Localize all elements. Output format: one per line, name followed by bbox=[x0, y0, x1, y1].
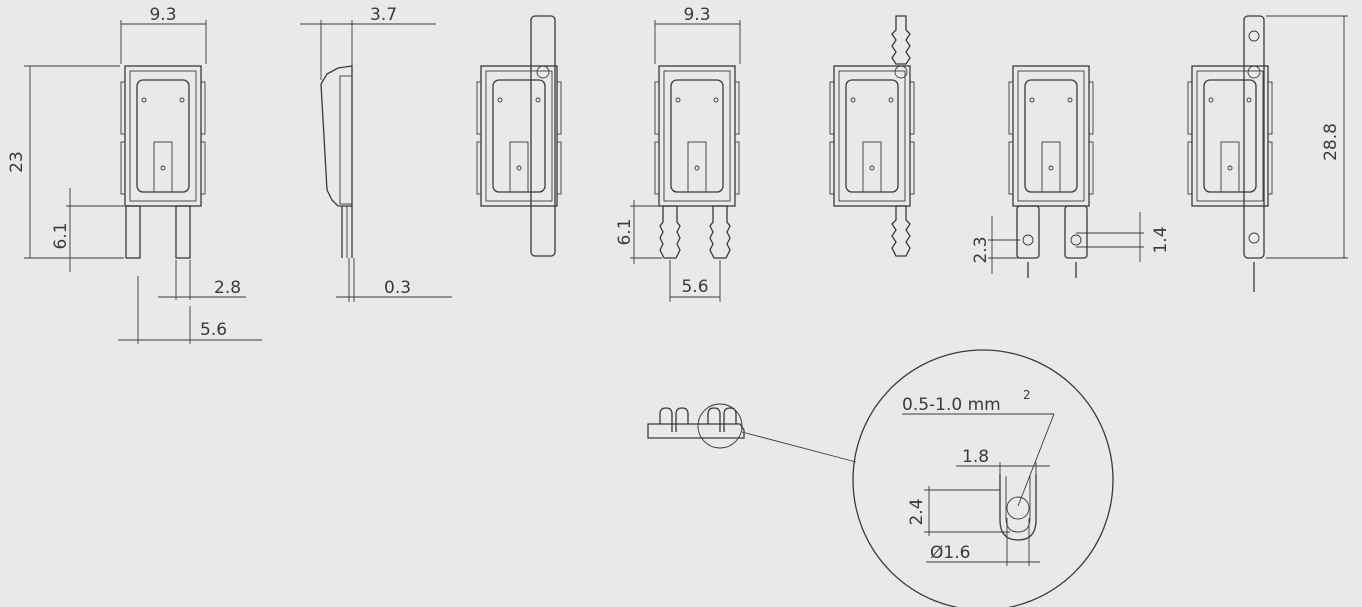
dim-v6-hole-diameter: 1.4 bbox=[1151, 226, 1171, 253]
dim-v7-height: 28.8 bbox=[1321, 123, 1341, 161]
dim-v1-height: 23 bbox=[7, 151, 27, 173]
dim-v1-width: 9.3 bbox=[149, 5, 176, 25]
dim-v6-hole-position: 2.3 bbox=[971, 236, 991, 263]
dim-v1-tab-width: 2.8 bbox=[214, 278, 241, 298]
view-barbed-tabs: 9.3 6.1 5.6 bbox=[615, 5, 741, 302]
view-side-profile: 3.7 0.3 bbox=[300, 5, 452, 302]
detail-height: 2.4 bbox=[907, 498, 927, 525]
dim-v2-thickness: 3.7 bbox=[370, 5, 397, 25]
detail-wire-superscript: 2 bbox=[1023, 388, 1031, 402]
detail-view: 0.5-1.0 mm 2 1.8 2.4 Ø1.6 bbox=[852, 349, 1114, 607]
view-tabs-with-holes: 2.3 1.4 bbox=[971, 65, 1171, 278]
dim-v1-pitch: 5.6 bbox=[200, 320, 227, 340]
view-barbed-strip bbox=[829, 15, 915, 257]
detail-width: 1.8 bbox=[962, 447, 989, 467]
detail-diameter: Ø1.6 bbox=[930, 543, 970, 563]
dim-v4-pitch: 5.6 bbox=[681, 277, 708, 297]
view-center-strip bbox=[476, 15, 562, 257]
detail-wire-label: 0.5-1.0 mm bbox=[902, 395, 1001, 415]
view-front-flat-tabs: 9.3 23 6.1 2.8 5.6 bbox=[7, 5, 262, 344]
crimp-connector-small bbox=[647, 403, 857, 463]
dim-v1-tab-length: 6.1 bbox=[51, 222, 71, 249]
dim-v4-tab-length: 6.1 bbox=[615, 218, 635, 245]
view-strip-with-holes: 28.8 bbox=[1187, 15, 1348, 292]
dim-v2-sheet: 0.3 bbox=[384, 278, 411, 298]
dim-v4-width: 9.3 bbox=[683, 5, 710, 25]
